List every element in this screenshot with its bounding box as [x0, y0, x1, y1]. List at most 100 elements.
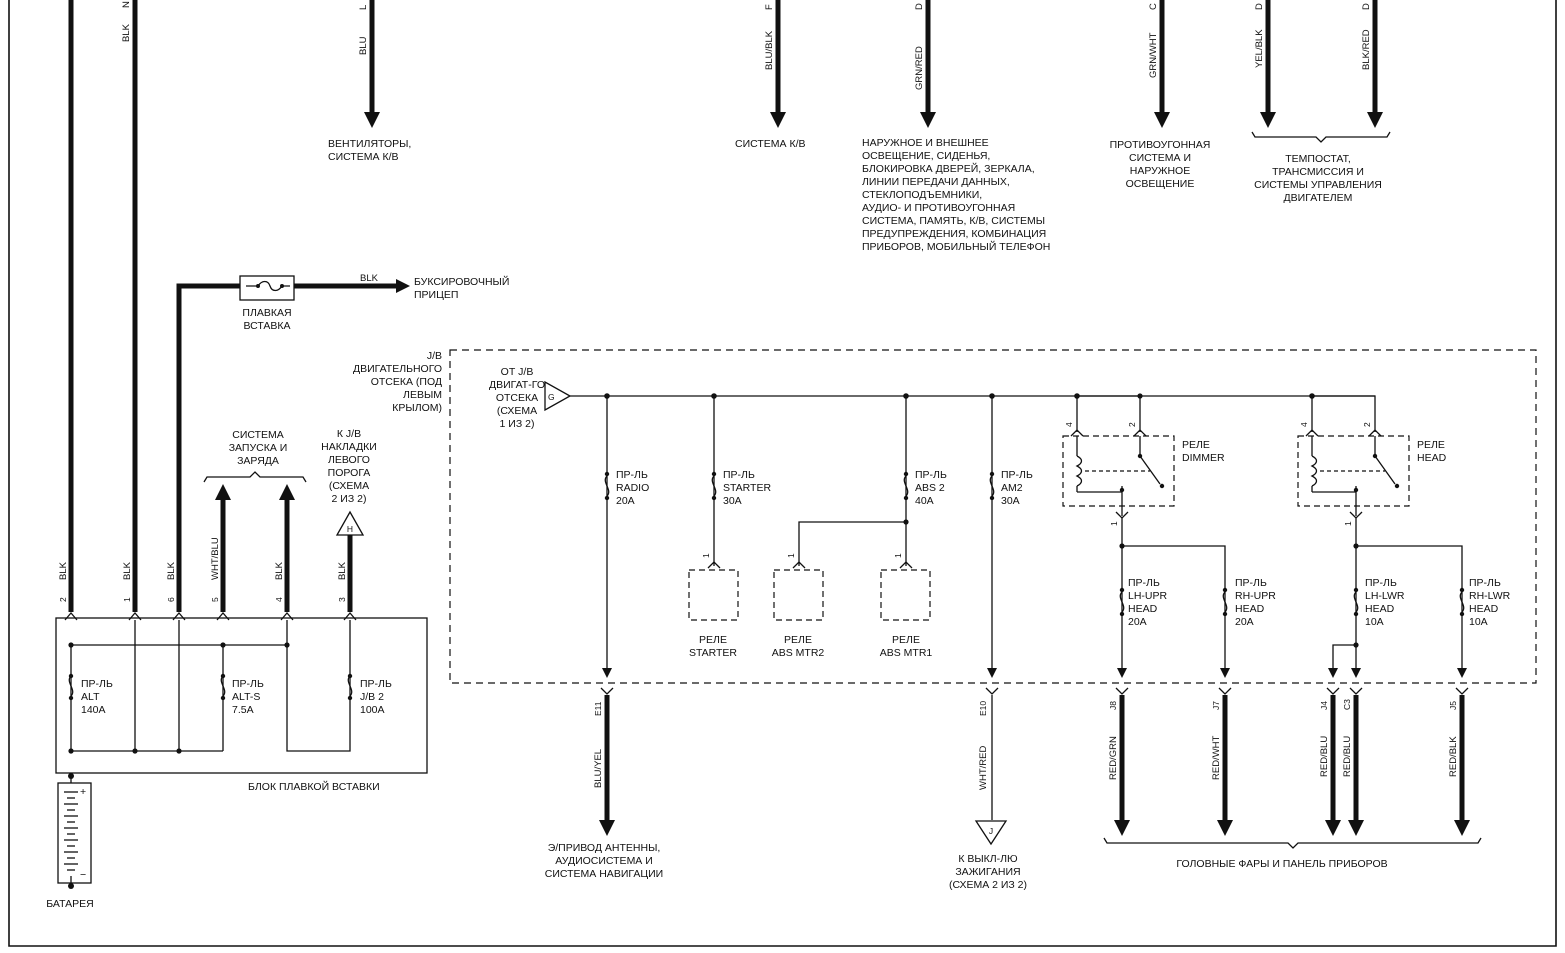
fans-label-1: ВЕНТИЛЯТОРЫ, [328, 138, 411, 150]
starter-fuse-l3: 30A [723, 495, 742, 507]
charging-label-3: ЗАРЯДА [237, 455, 279, 467]
rhupr-fuse-l3: HEAD [1235, 603, 1265, 615]
charging-label-2: ЗАПУСКА И [229, 442, 288, 454]
rocker-jb-connector: H [347, 524, 353, 534]
starter-relay-pin: 1 [701, 553, 711, 558]
rhupr-fuse-l4: 20A [1235, 616, 1254, 628]
alts-fuse-l1: ПР-ЛЬ [232, 678, 264, 690]
head-c3-wire: RED/BLU [1342, 736, 1353, 777]
ignition-wire: WHT/RED [978, 746, 989, 790]
jb-label-1: J/B [427, 350, 442, 362]
dimmer-pin-1: 1 [1109, 521, 1119, 526]
fb-wire-2: BLK [58, 561, 69, 580]
fb-pin-6: 6 [166, 597, 176, 602]
abs2-fuse-l2: ABS 2 [915, 482, 945, 494]
lhupr-fuse-l4: 20A [1128, 616, 1147, 628]
fans-wire-color: BLU [358, 36, 369, 55]
antitheft-label-3: НАРУЖНОЕ [1130, 165, 1190, 177]
alt-fuse-l3: 140A [81, 704, 106, 716]
jb2-fuse-l1: ПР-ЛЬ [360, 678, 392, 690]
lighting-label-9: ПРИБОРОВ, МОБИЛЬНЫЙ ТЕЛЕФОН [862, 240, 1050, 253]
rocker-label-5: (СХЕМА [329, 480, 369, 492]
fb-wire-5: WHT/BLU [210, 537, 221, 580]
antenna-wire: BLU/YEL [593, 749, 604, 788]
jb-label-2: ДВИГАТЕЛЬНОГО [353, 363, 442, 375]
head-j8-pin: J8 [1108, 701, 1118, 710]
abs2-relay-l1: РЕЛЕ [784, 634, 812, 646]
head-j5-wire: RED/BLK [1448, 736, 1459, 777]
rhupr-fuse-l2: RH-UPR [1235, 590, 1276, 602]
charging-label-1: СИСТЕМА [232, 429, 284, 441]
abs1-relay-l1: РЕЛЕ [892, 634, 920, 646]
fb-pin-1: 1 [122, 597, 132, 602]
fb-pin-5: 5 [210, 597, 220, 602]
jb-label-5: КРЫЛОМ) [392, 402, 442, 414]
tempostat-label-4: ДВИГАТЕЛЕМ [1284, 192, 1353, 204]
lhupr-fuse-l3: HEAD [1128, 603, 1158, 615]
dimmer-pin-2: 2 [1127, 422, 1137, 427]
lhupr-fuse-l2: LH-UPR [1128, 590, 1168, 602]
head-pin-1: 1 [1343, 521, 1353, 526]
rhlwr-fuse-l3: HEAD [1469, 603, 1499, 615]
rhlwr-fuse-l1: ПР-ЛЬ [1469, 577, 1501, 589]
lighting-label-6: АУДИО- И ПРОТИВОУГОННАЯ [862, 202, 1015, 214]
antitheft-label-2: СИСТЕМА И [1129, 152, 1191, 164]
fb-pin-2: 2 [58, 597, 68, 602]
lighting-label-1: НАРУЖНОЕ И ВНЕШНЕЕ [862, 137, 989, 149]
am2-fuse-l3: 30A [1001, 495, 1020, 507]
head-j8-wire: RED/GRN [1108, 736, 1119, 780]
antenna-pin: E11 [593, 701, 603, 716]
lighting-circuit: GRN/RED D НАРУЖНОЕ И ВНЕШНЕЕ ОСВЕЩЕНИЕ, … [862, 0, 1050, 253]
engine-jb: J/B ДВИГАТЕЛЬНОГО ОТСЕКА (ПОД ЛЕВЫМ КРЫЛ… [353, 349, 1537, 684]
head-j7-pin: J7 [1211, 701, 1221, 710]
rhlwr-fuse-l4: 10A [1469, 616, 1488, 628]
lighting-wire-top: D [914, 3, 925, 10]
ignition-label-3: (СХЕМА 2 ИЗ 2) [949, 879, 1027, 891]
lighting-label-2: ОСВЕЩЕНИЕ, СИДЕНЬЯ, [862, 150, 990, 162]
tempostat-wire-top-2: D [1361, 3, 1372, 10]
lighting-label-4: ЛИНИИ ПЕРЕДАЧИ ДАННЫХ, [862, 176, 1010, 188]
lighting-label-8: ПРЕДУПРЕЖДЕНИЯ, КОМБИНАЦИЯ [862, 228, 1046, 240]
lhupr-fuse-l1: ПР-ЛЬ [1128, 577, 1160, 589]
abs1-relay-l2: ABS MTR1 [880, 647, 933, 659]
head-relay-l1: РЕЛЕ [1417, 439, 1445, 451]
rhlwr-fuse-l2: RH-LWR [1469, 590, 1511, 602]
antenna-label-1: Э/ПРИВОД АНТЕННЫ, [548, 842, 661, 854]
fb-wire-4: BLK [274, 561, 285, 580]
battery-minus: − [80, 869, 86, 881]
fromjb-label-1: ОТ J/B [501, 366, 534, 378]
antenna-label-3: СИСТЕМА НАВИГАЦИИ [545, 868, 663, 880]
head-relay-l2: HEAD [1417, 452, 1447, 464]
head-j7-wire: RED/WHT [1211, 735, 1222, 780]
antitheft-wire-top: C [1148, 3, 1159, 10]
starter-fuse-l1: ПР-ЛЬ [723, 469, 755, 481]
rhupr-fuse-l1: ПР-ЛЬ [1235, 577, 1267, 589]
fb-wire-3: BLK [337, 561, 348, 580]
alt-fuse-l2: ALT [81, 691, 100, 703]
am2-fuse-l2: AM2 [1001, 482, 1023, 494]
fusible-link-label-1: ПЛАВКАЯ [242, 307, 291, 319]
trailer-label-1: БУКСИРОВОЧНЫЙ [414, 275, 509, 288]
jb2-fuse-l3: 100A [360, 704, 385, 716]
fb-wire-6: BLK [166, 561, 177, 580]
dimmer-relay-l1: РЕЛЕ [1182, 439, 1210, 451]
alt-fuse-l1: ПР-ЛЬ [81, 678, 113, 690]
tempostat-circuit: YEL/BLK BLK/RED D D ТЕМПОСТАТ, ТРАНСМИСС… [1251, 0, 1391, 204]
head-j5-pin: J5 [1448, 701, 1458, 710]
lighting-label-5: СТЕКЛОПОДЪЕМНИКИ, [862, 189, 982, 201]
ignition-connector: J [989, 826, 993, 836]
fans-circuit: BLU L ВЕНТИЛЯТОРЫ, СИСТЕМА К/В [328, 0, 411, 163]
fromjb-label-3: ОТСЕКА [496, 392, 538, 404]
dimmer-relay-l2: DIMMER [1182, 452, 1225, 464]
left-wire-2-color: BLK [121, 23, 132, 42]
trailer-label-2: ПРИЦЕП [414, 289, 458, 301]
abs2-relay-l2: ABS MTR2 [772, 647, 825, 659]
jb-label-3: ОТСЕКА (ПОД [371, 376, 442, 388]
lhlwr-fuse-l3: HEAD [1365, 603, 1395, 615]
fb-wire-1: BLK [122, 561, 133, 580]
ac-label: СИСТЕМА К/В [735, 138, 806, 150]
tempostat-label-2: ТРАНСМИССИЯ И [1272, 166, 1364, 178]
lighting-label-7: СИСТЕМА, ПАМЯТЬ, К/В, СИСТЕМЫ [862, 215, 1045, 227]
left-wires: BLK N BLK БУКСИРОВОЧНЫЙ ПРИЦЕП ПЛАВКАЯ В… [68, 0, 509, 612]
tempostat-wire-1: YEL/BLK [1254, 29, 1265, 68]
